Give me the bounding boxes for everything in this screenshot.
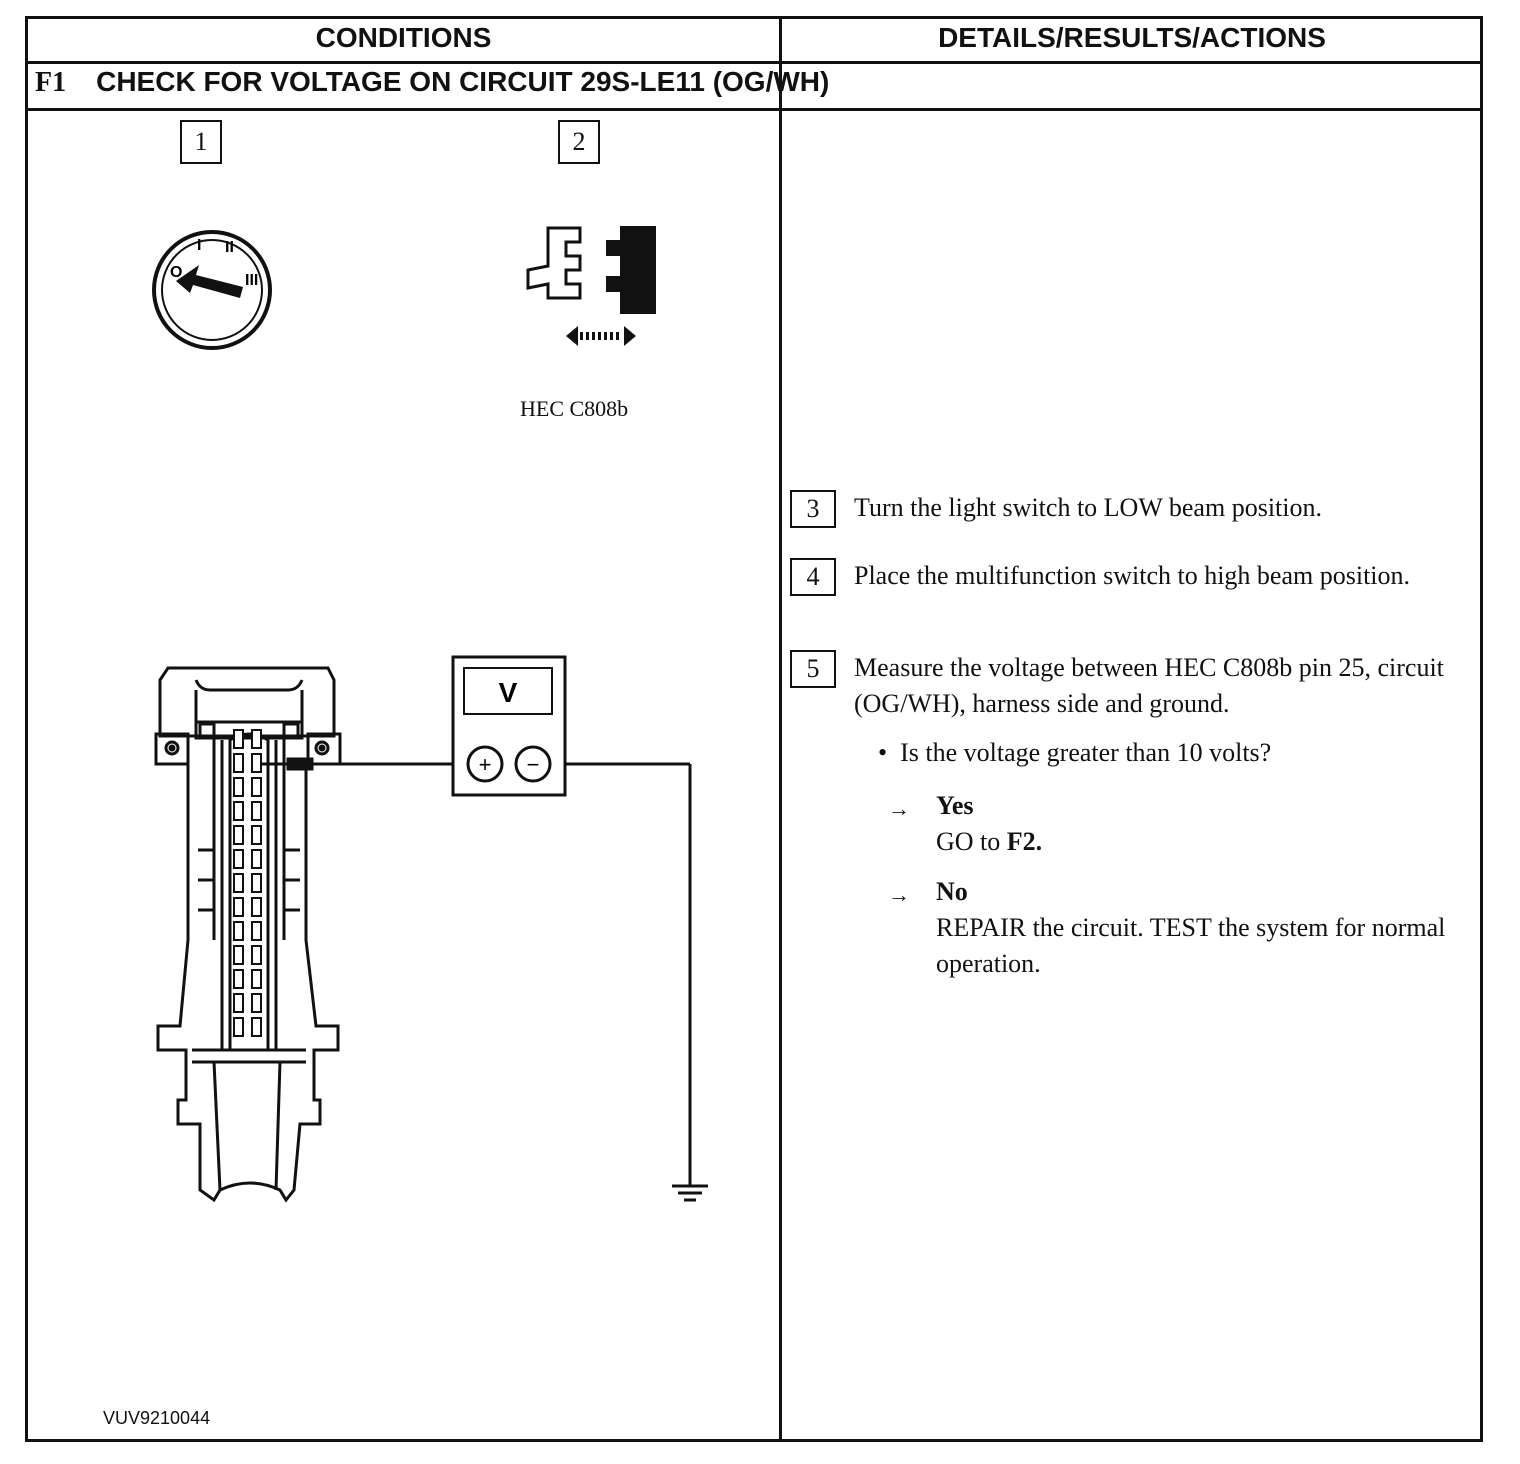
yes-action-target: F2. xyxy=(1006,827,1043,856)
section-title-text: CHECK FOR VOLTAGE ON CIRCUIT 29S-LE11 (O… xyxy=(96,66,830,97)
bullet-icon: • xyxy=(878,738,888,767)
connector-label: HEC C808b xyxy=(520,396,629,421)
details-header: DETAILS/RESULTS/ACTIONS xyxy=(938,22,1326,53)
no-label: No xyxy=(936,877,968,906)
meter-label: V xyxy=(499,677,518,708)
step-5-text: Measure the voltage between HEC C808b pi… xyxy=(854,653,1444,718)
yes-action-prefix: GO to xyxy=(936,827,1001,856)
ignition-switch-icon: O I II III xyxy=(152,230,272,350)
conditions-header: CONDITIONS xyxy=(315,22,492,53)
probe-wiring xyxy=(260,757,692,1186)
yes-arrow-icon: → xyxy=(888,796,910,821)
yes-result: Yes GO to F2. xyxy=(936,788,1476,860)
section-id: F1 xyxy=(35,67,67,98)
section-title: F1 CHECK FOR VOLTAGE ON CIRCUIT 29S-LE11 … xyxy=(35,66,829,99)
column-divider xyxy=(779,16,782,1442)
harness-connector-drawing xyxy=(154,666,342,1203)
ground-icon xyxy=(672,1184,708,1202)
question: • Is the voltage greater than 10 volts? xyxy=(878,738,1271,768)
no-result: No REPAIR the circuit. TEST the system f… xyxy=(936,874,1476,982)
step-3-text: Turn the light switch to LOW beam positi… xyxy=(854,493,1322,522)
section-divider xyxy=(25,108,1483,111)
ignition-mark-2: II xyxy=(225,239,234,256)
step-1-box: 1 xyxy=(180,120,222,164)
step-4-text: Place the multifunction switch to high b… xyxy=(854,561,1411,590)
step-4-number: 4 xyxy=(790,558,836,596)
figure-code: VUV9210044 xyxy=(103,1408,211,1428)
header-divider xyxy=(25,61,1483,64)
yes-label: Yes xyxy=(936,791,974,820)
ignition-mark-0: O xyxy=(170,264,182,281)
question-text: Is the voltage greater than 10 volts? xyxy=(900,738,1272,767)
no-action: REPAIR the circuit. TEST the system for … xyxy=(936,913,1446,978)
voltmeter-icon: V + − xyxy=(451,655,567,797)
step-2-box: 2 xyxy=(558,120,600,164)
step-5-number: 5 xyxy=(790,650,836,688)
no-arrow-icon: → xyxy=(888,882,910,907)
ignition-mark-1: I xyxy=(197,237,201,254)
disconnect-connector-icon xyxy=(526,226,656,346)
ignition-mark-3: III xyxy=(245,272,258,289)
table-frame xyxy=(25,16,1483,1442)
meter-plus-terminal: + xyxy=(479,752,492,777)
meter-minus-terminal: − xyxy=(527,752,540,777)
connector-pin-cavities xyxy=(233,729,262,1037)
step-3-number: 3 xyxy=(790,490,836,528)
double-arrow-icon xyxy=(566,326,636,346)
